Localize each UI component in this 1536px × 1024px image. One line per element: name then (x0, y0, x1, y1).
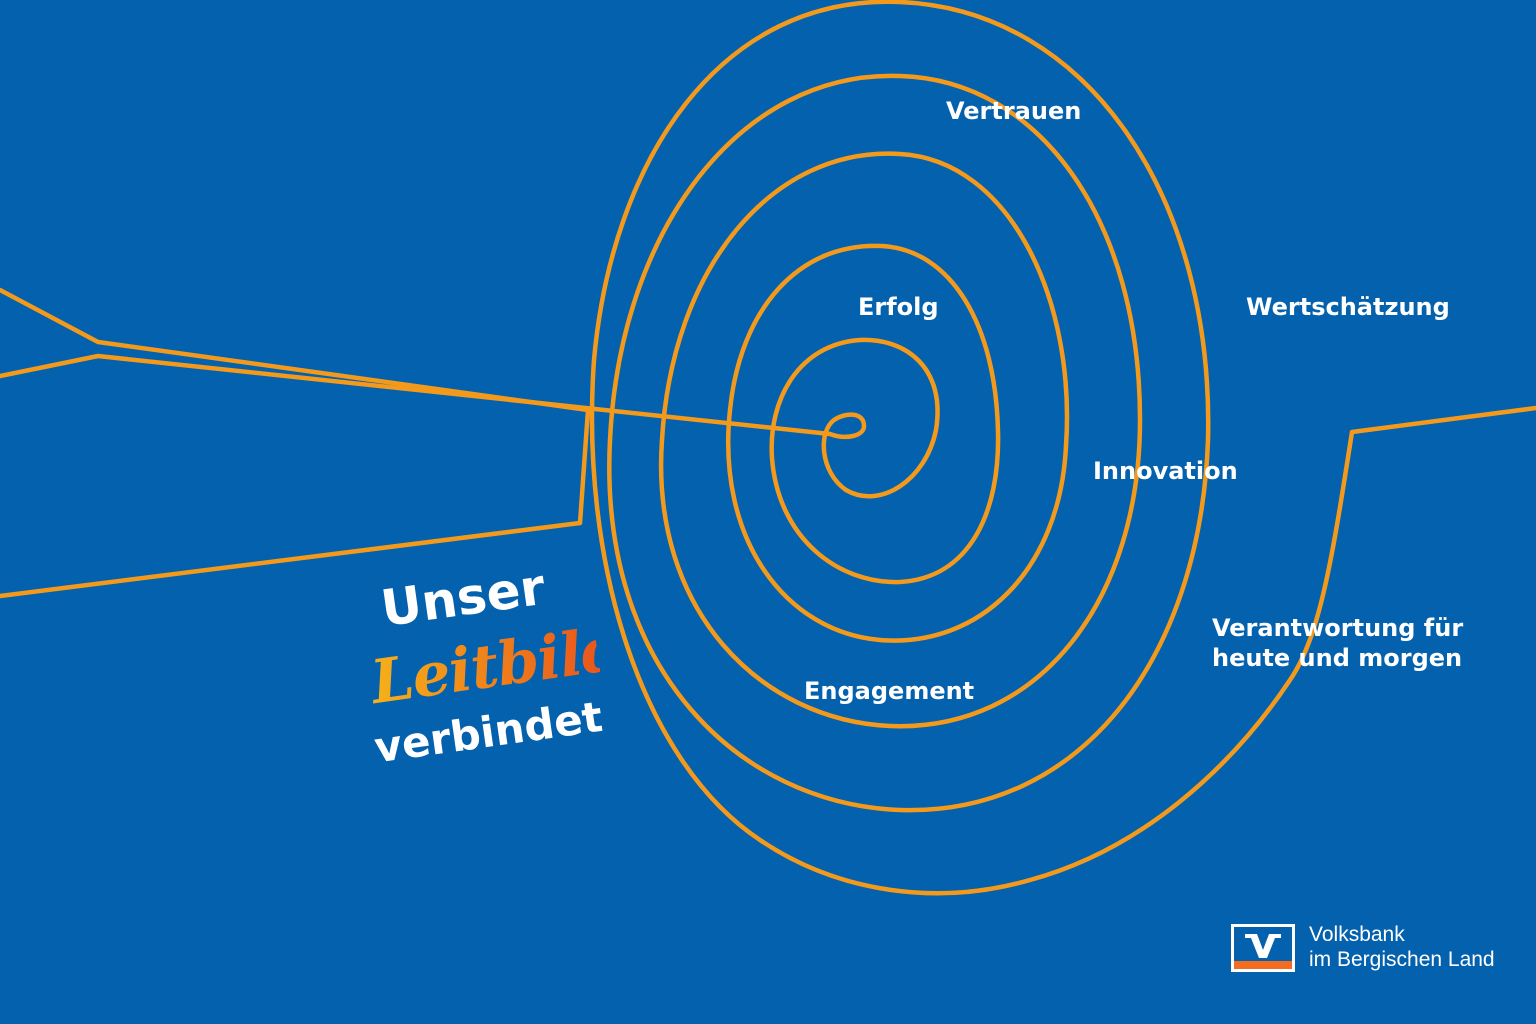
value-innovation: Innovation (1093, 457, 1238, 485)
value-wertschaetzung: Wertschätzung (1246, 293, 1450, 321)
headline: Unser Leitbild verbindet (348, 552, 627, 803)
value-engagement: Engagement (804, 677, 975, 705)
brand-name-line2: im Bergischen Land (1309, 948, 1495, 971)
left-pen-line-lower (0, 353, 833, 437)
value-verantwortung: Verantwortung für heute und morgen (1212, 613, 1463, 673)
value-vertrauen: Vertrauen (946, 97, 1082, 125)
spiral-core (726, 243, 1069, 643)
brand-name-line1: Volksbank (1309, 923, 1405, 946)
value-verantwortung-line2: heute und morgen (1212, 644, 1463, 672)
brand-name: Volksbank im Bergischen Land (1309, 922, 1495, 972)
value-verantwortung-line1: Verantwortung für (1212, 614, 1464, 642)
volksbank-logo-icon (1231, 924, 1295, 972)
value-erfolg: Erfolg (858, 293, 939, 321)
brand-block: Volksbank im Bergischen Land (1231, 922, 1521, 974)
spiral-outer (589, 0, 1536, 896)
